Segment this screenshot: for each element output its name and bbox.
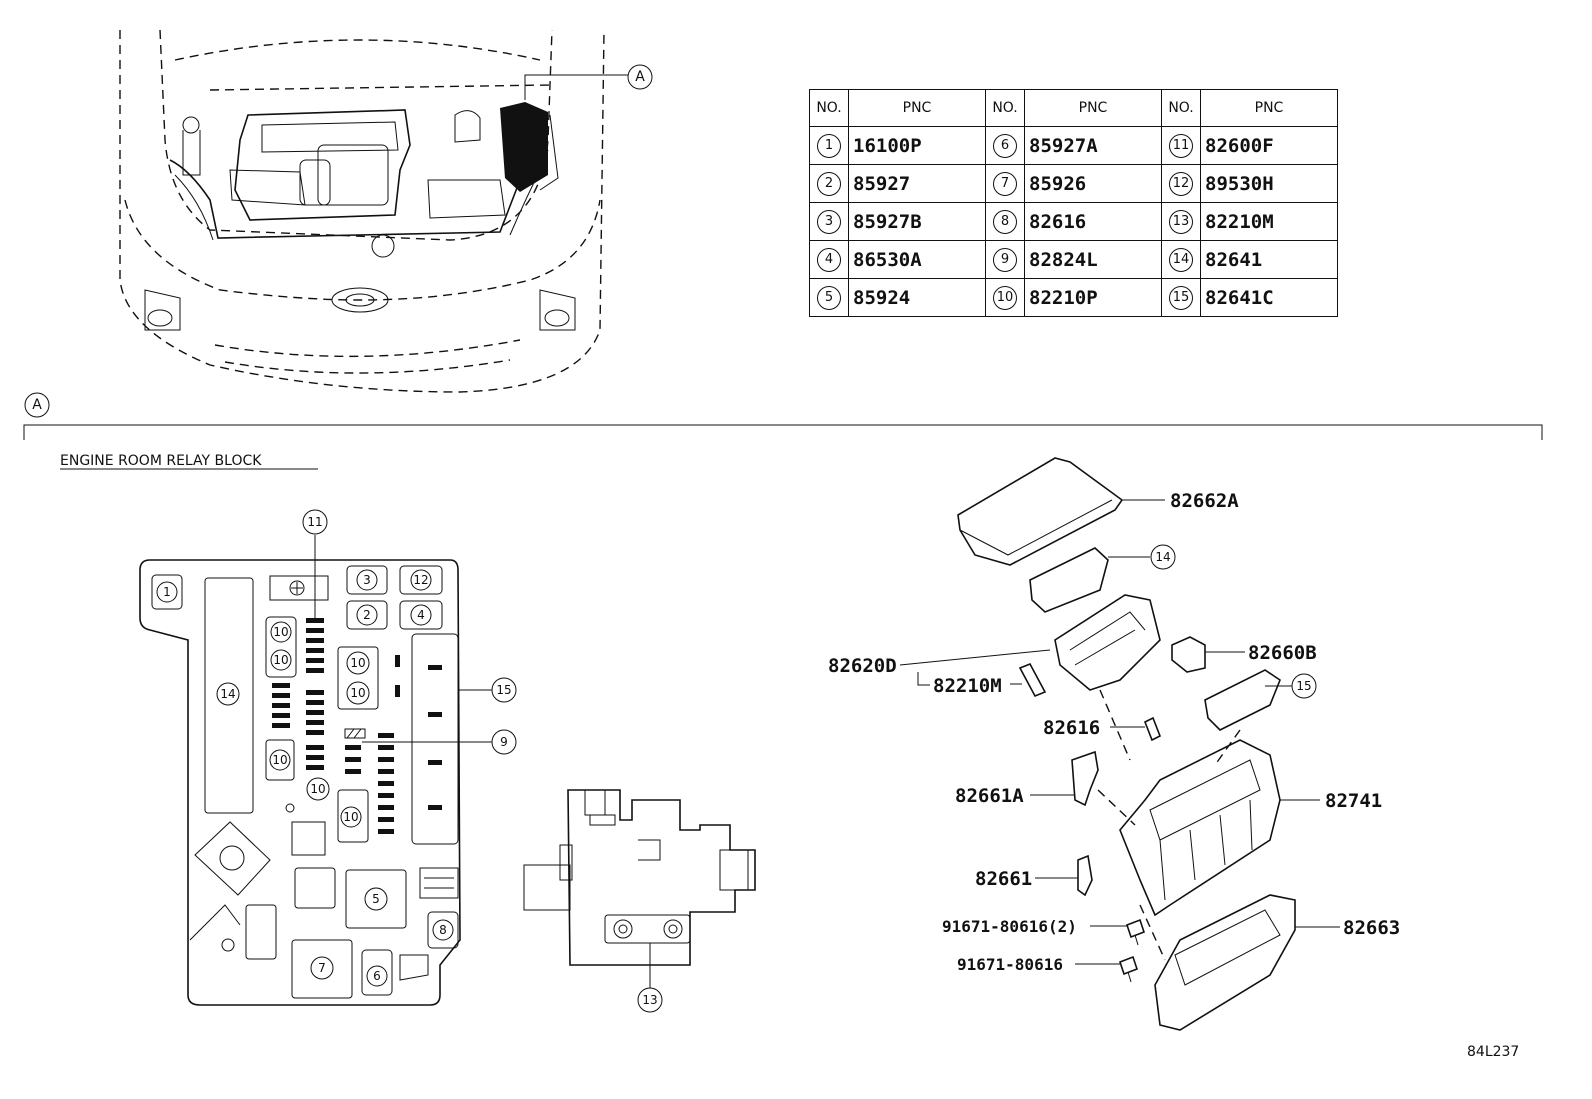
row-number: 3 [817, 209, 841, 234]
callout-a-section: A [32, 397, 42, 413]
table-row: 4 86530A 9 82824L 14 82641 [809, 240, 1338, 279]
header-pnc: PNC [1200, 89, 1338, 127]
row-number: 9 [993, 247, 1017, 272]
header-pnc: PNC [848, 89, 986, 127]
callout-15: 15 [496, 683, 511, 697]
callout-10e: 10 [272, 753, 287, 767]
pnc-value: 16100P [848, 126, 986, 165]
callout-12: 12 [413, 573, 428, 587]
label-callout-14: 14 [1155, 550, 1170, 564]
pnc-value: 82641 [1200, 240, 1338, 279]
pnc-value: 82210P [1024, 278, 1162, 317]
pnc-value: 89530H [1200, 164, 1338, 203]
table-header-row: NO. PNC NO. PNC NO. PNC [809, 89, 1338, 127]
table-row: 3 85927B 8 82616 13 82210M [809, 202, 1338, 241]
row-number: 7 [993, 171, 1017, 196]
pnc-value: 82600F [1200, 126, 1338, 165]
relay-block-layout: 1 14 3 12 2 4 10 10 10 10 [139, 509, 517, 1006]
exploded-view: 82662A 14 82620D 82210M 82660B 15 82616 [828, 457, 1400, 1031]
row-number: 12 [1169, 171, 1193, 196]
table-row: 1 16100P 6 85927A 11 82600F [809, 126, 1338, 165]
header-no: NO. [1161, 89, 1201, 127]
label-82662A: 82662A [1170, 490, 1239, 512]
section-title: ENGINE ROOM RELAY BLOCK [60, 453, 262, 469]
row-number: 13 [1169, 209, 1193, 234]
header-pnc: PNC [1024, 89, 1162, 127]
pnc-value: 85927 [848, 164, 986, 203]
callout-14: 14 [220, 687, 235, 701]
row-number: 4 [817, 247, 841, 272]
callout-2: 2 [363, 608, 371, 622]
pnc-value: 85927A [1024, 126, 1162, 165]
row-number: 15 [1169, 285, 1193, 310]
header-no: NO. [985, 89, 1025, 127]
table-row: 2 85927 7 85926 12 89530H [809, 164, 1338, 203]
pnc-value: 86530A [848, 240, 986, 279]
pnc-value: 82641C [1200, 278, 1338, 317]
row-number: 14 [1169, 247, 1193, 272]
row-number: 8 [993, 209, 1017, 234]
callout-10g: 10 [343, 810, 358, 824]
table-row: 5 85924 10 82210P 15 82641C [809, 278, 1338, 317]
mini-fuses [272, 618, 400, 834]
callout-1: 1 [163, 585, 171, 599]
relay-block-side-view: 13 [523, 789, 756, 1013]
label-91671-80616-2: 91671-80616(2) [942, 917, 1077, 936]
callout-4: 4 [417, 608, 425, 622]
callout-7: 7 [318, 961, 326, 975]
callout-13: 13 [642, 993, 657, 1007]
label-82660B: 82660B [1248, 642, 1317, 664]
callout-10d: 10 [350, 686, 365, 700]
row-number: 11 [1169, 133, 1193, 158]
pnc-value: 85924 [848, 278, 986, 317]
callout-10f: 10 [310, 782, 325, 796]
pnc-value: 82616 [1024, 202, 1162, 241]
callout-6: 6 [373, 969, 381, 983]
section-a-frame: A ENGINE ROOM RELAY BLOCK [23, 392, 1543, 470]
callout-3: 3 [363, 573, 371, 587]
pnc-table: NO. PNC NO. PNC NO. PNC 1 16100P 6 85927… [809, 89, 1338, 317]
car-front-view: A [119, 29, 653, 393]
label-82616: 82616 [1043, 717, 1100, 739]
pnc-value: 82210M [1200, 202, 1338, 241]
label-82663: 82663 [1343, 917, 1400, 939]
label-82661A: 82661A [955, 785, 1024, 807]
row-number: 6 [993, 133, 1017, 158]
callout-11: 11 [307, 515, 322, 529]
label-82620D: 82620D [828, 655, 897, 677]
row-number: 1 [817, 133, 841, 158]
label-82661: 82661 [975, 868, 1032, 890]
label-91671-80616: 91671-80616 [957, 955, 1063, 974]
label-callout-15: 15 [1296, 679, 1311, 693]
row-number: 2 [817, 171, 841, 196]
figure-code: 84L237 [1467, 1044, 1519, 1060]
label-82741: 82741 [1325, 790, 1382, 812]
callout-a-top: A [635, 69, 645, 85]
callout-10c: 10 [350, 656, 365, 670]
label-82210M: 82210M [933, 675, 1002, 697]
pnc-value: 82824L [1024, 240, 1162, 279]
pnc-value: 85926 [1024, 164, 1162, 203]
callout-10a: 10 [273, 625, 288, 639]
callout-10b: 10 [273, 653, 288, 667]
pnc-value: 85927B [848, 202, 986, 241]
callout-9: 9 [500, 735, 508, 749]
row-number: 10 [993, 285, 1017, 310]
row-number: 5 [817, 285, 841, 310]
callout-5: 5 [372, 892, 380, 906]
callout-8: 8 [439, 923, 447, 937]
header-no: NO. [809, 89, 849, 127]
